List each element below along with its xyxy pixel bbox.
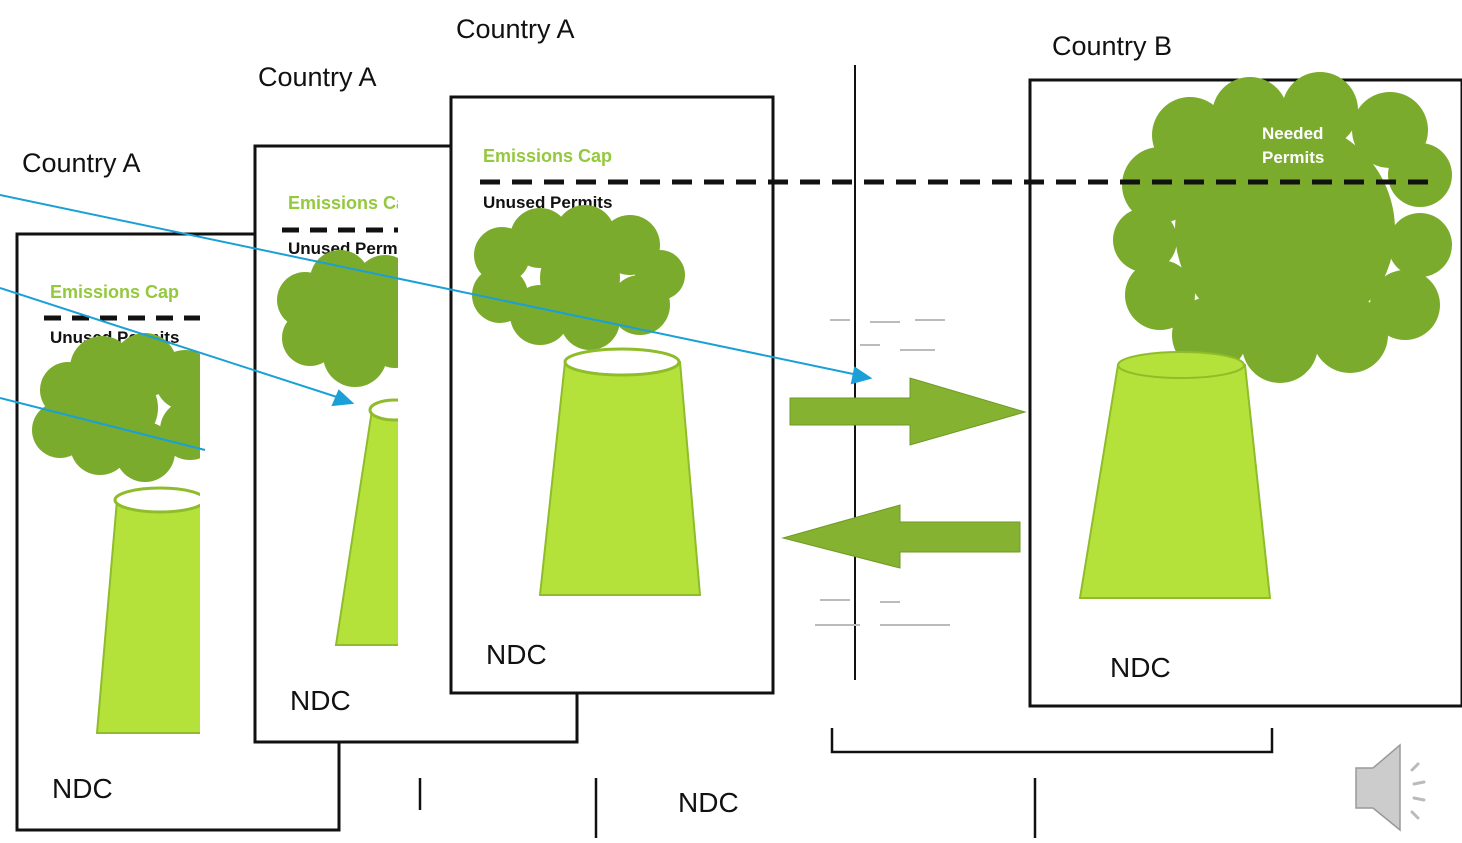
needed-permits-label-line1: Needed — [1262, 124, 1323, 143]
ndc-label-back: NDC — [52, 773, 113, 804]
cooling-tower-back — [95, 486, 211, 734]
faint-marks — [815, 319, 950, 626]
country-a-front-label: Country A — [456, 14, 575, 44]
connector-arrowhead-1 — [850, 366, 873, 385]
cooling-tower-b — [1078, 351, 1272, 599]
ndc-label-b: NDC — [1110, 652, 1171, 683]
emission-cloud-front — [472, 205, 685, 350]
emissions-cap-label-back: Emissions Cap — [50, 282, 179, 302]
connector-arrows — [0, 194, 873, 451]
needed-permits-cloud — [1113, 72, 1452, 383]
ndc-label-bottom: NDC — [678, 787, 739, 818]
emissions-cap-label-front: Emissions Cap — [483, 146, 612, 166]
country-a-back-content: Emissions Cap Unused Permits — [32, 236, 240, 736]
country-a-middle-content: Emissions Cap Unused Permits — [277, 148, 448, 738]
arrow-right-icon — [789, 377, 1027, 446]
connector-arrow-1 — [0, 194, 859, 376]
needed-permits-label-line2: Permits — [1262, 148, 1324, 167]
emissions-cap-label-middle: Emissions Cap — [288, 193, 417, 213]
panel-country-a-front: Country A Emissions Cap Unused Permits N… — [449, 14, 775, 695]
emission-cloud-back — [32, 333, 220, 482]
panel-country-b: Country B Needed Permits NDC — [1028, 31, 1462, 708]
cooling-tower-front — [538, 347, 702, 596]
country-a-back-label: Country A — [22, 148, 141, 178]
arrow-left-icon — [781, 504, 1021, 569]
connector-arrow-3 — [0, 397, 206, 451]
bottom-fragments — [418, 728, 1274, 838]
emission-cloud-middle — [277, 250, 423, 387]
ndc-label-front: NDC — [486, 639, 547, 670]
speaker-icon[interactable] — [1355, 743, 1426, 832]
country-a-middle-label: Country A — [258, 62, 377, 92]
ndc-label-middle: NDC — [290, 685, 351, 716]
country-b-label: Country B — [1052, 31, 1172, 61]
unused-permits-label-middle: Unused Permits — [288, 239, 417, 258]
connector-arrowhead-2 — [331, 389, 355, 407]
connector-arrow-2 — [0, 287, 341, 399]
